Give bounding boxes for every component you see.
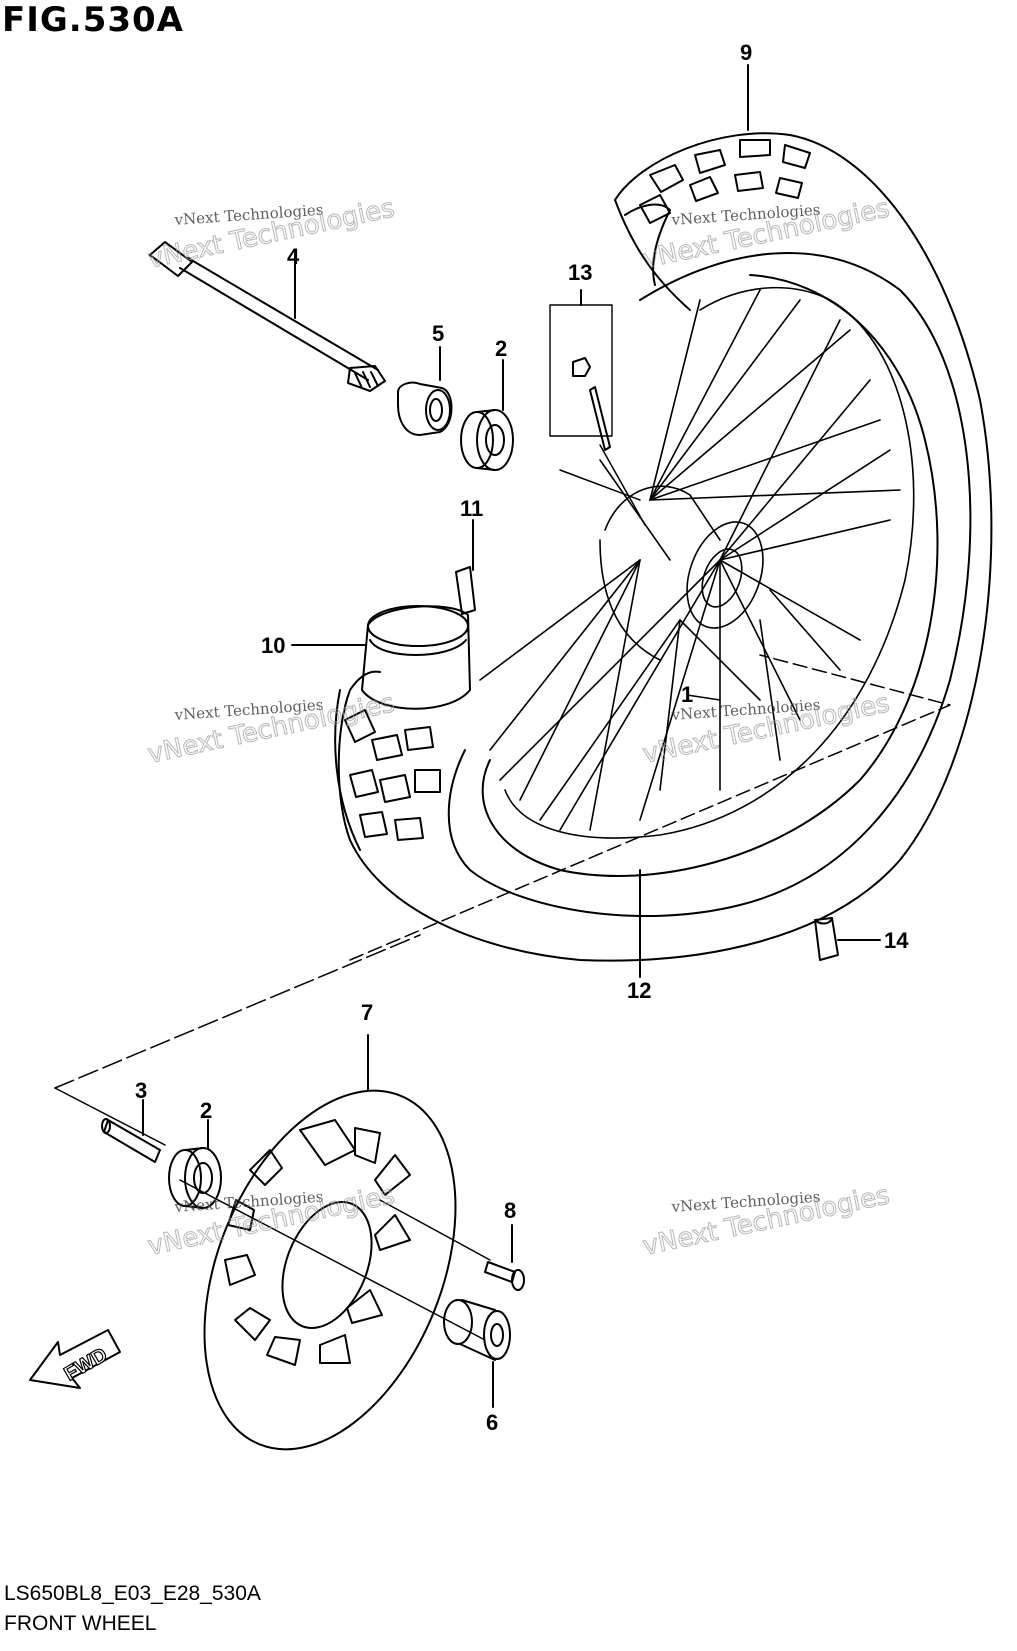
spacer-part-5 [397,346,453,436]
part-label-9: 9 [740,40,752,65]
footer-diagram-name: FRONT WHEEL [4,1612,157,1635]
part-label-11: 11 [460,496,483,521]
valve-part-11 [455,519,476,615]
balancer-part-14 [814,917,881,961]
footer-diagram-code: LS650BL8_E03_E28_530A [4,1582,261,1605]
spacer-part-6 [443,1299,511,1408]
bearing-part-2-lower [168,1119,222,1209]
bearing-part-2-upper [460,359,514,471]
fwd-arrow-icon: FWD [29,1329,121,1389]
part-number-labels: 9 4 13 5 2 11 10 1 14 12 7 3 2 8 6 [135,40,909,1435]
part-label-2-upper: 2 [495,336,507,361]
brake-disc-part-7 [203,1034,457,1451]
part-label-6: 6 [486,1410,498,1435]
valve-part-13 [549,289,613,451]
part-label-13: 13 [568,260,592,285]
pin-part-3 [101,1099,161,1163]
axle-part-4 [149,241,386,392]
part-label-8: 8 [504,1198,516,1223]
watermarks: vNext Technologies vNext Technologies vN… [145,193,893,1263]
leader-part-1 [686,694,721,701]
part-label-1: 1 [681,682,693,707]
part-label-3: 3 [135,1078,147,1103]
part-label-12: 12 [627,978,651,1003]
part-label-14: 14 [884,928,909,953]
part-label-7: 7 [361,1000,373,1025]
part-label-10: 10 [261,633,285,658]
part-label-2-lower: 2 [200,1098,212,1123]
rim-and-spokes [479,286,915,839]
tube-part-10 [291,605,471,710]
part-label-4: 4 [287,244,300,269]
figure-title: FIG.530A [2,0,184,40]
bolt-part-8 [484,1224,525,1291]
tire-part [334,132,993,962]
part-label-5: 5 [432,321,444,346]
